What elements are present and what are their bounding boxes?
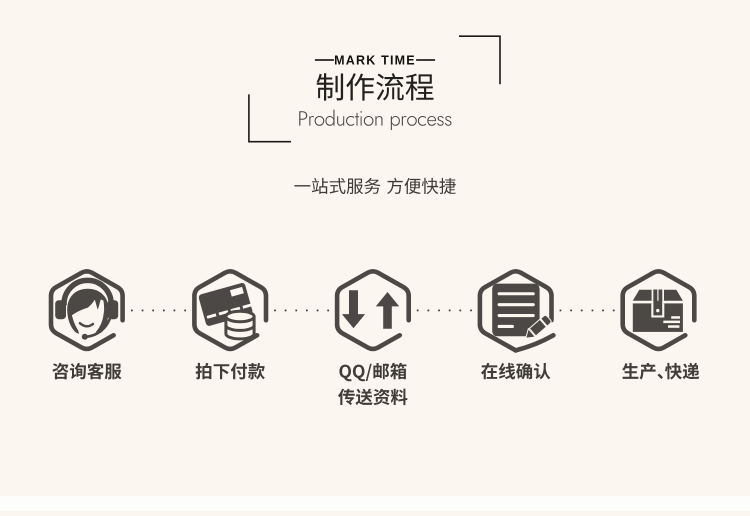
svg-text:MARK TIME: MARK TIME xyxy=(334,54,416,68)
